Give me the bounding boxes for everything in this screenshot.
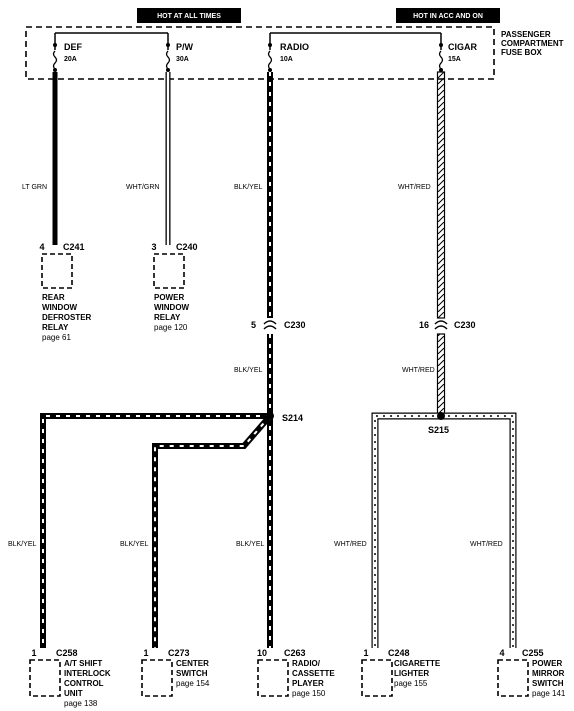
svg-text:REAR: REAR <box>42 293 65 302</box>
svg-text:5: 5 <box>251 320 256 330</box>
svg-text:WINDOW: WINDOW <box>154 303 190 312</box>
svg-text:C273: C273 <box>168 648 190 658</box>
svg-text:page 141: page 141 <box>532 689 566 698</box>
wire-label-bottom-3: BLK/YEL <box>236 541 265 548</box>
svg-text:CIGARETTE: CIGARETTE <box>394 659 441 668</box>
splice-label-s214: S214 <box>282 413 303 423</box>
svg-text:UNIT: UNIT <box>64 689 83 698</box>
svg-text:RELAY: RELAY <box>154 313 181 322</box>
svg-text:CONTROL: CONTROL <box>64 679 104 688</box>
fuse-box-label-1: PASSENGER <box>501 30 551 39</box>
wire-label-cigar-upper: WHT/RED <box>398 184 431 191</box>
wire-label-def: LT GRN <box>22 184 47 191</box>
component-power-window-relay: 3 C240 POWER WINDOW RELAY page 120 <box>151 242 197 332</box>
svg-text:DEF: DEF <box>64 42 83 52</box>
svg-text:DEFROSTER: DEFROSTER <box>42 313 92 322</box>
svg-text:WINDOW: WINDOW <box>42 303 78 312</box>
svg-text:C240: C240 <box>176 242 198 252</box>
svg-text:POWER: POWER <box>154 293 184 302</box>
wire-label-bottom-5: WHT/RED <box>470 541 503 548</box>
inline-connector-cigar: 16 C230 <box>419 320 476 330</box>
inline-connector-radio: 5 C230 <box>251 320 306 330</box>
svg-text:C241: C241 <box>63 242 85 252</box>
svg-text:C263: C263 <box>284 648 306 658</box>
svg-text:LIGHTER: LIGHTER <box>394 669 429 678</box>
component-power-mirror-switch: 4 C255 POWER MIRROR SWITCH page 141 <box>497 648 566 698</box>
svg-text:4: 4 <box>499 648 504 658</box>
svg-text:1: 1 <box>363 648 368 658</box>
svg-text:1: 1 <box>31 648 36 658</box>
svg-text:C248: C248 <box>388 648 410 658</box>
svg-text:1: 1 <box>143 648 148 658</box>
svg-text:page 138: page 138 <box>64 699 98 708</box>
splice-s214 <box>266 412 274 420</box>
svg-text:RADIO: RADIO <box>280 42 309 52</box>
svg-text:PLAYER: PLAYER <box>292 679 324 688</box>
svg-text:20A: 20A <box>64 56 77 63</box>
wire-label-radio-upper: BLK/YEL <box>234 184 263 191</box>
wire-label-pw: WHT/GRN <box>126 184 159 191</box>
wire-label-radio-mid: BLK/YEL <box>234 367 263 374</box>
svg-text:C258: C258 <box>56 648 78 658</box>
svg-text:POWER: POWER <box>532 659 562 668</box>
fuse-def: DEF 20A <box>52 33 83 72</box>
fuse-cigar: CIGAR 15A <box>438 33 478 72</box>
fuse-pw: P/W 30A <box>165 33 194 72</box>
svg-text:SWITCH: SWITCH <box>532 679 564 688</box>
svg-text:16: 16 <box>419 320 429 330</box>
wire-label-bottom-4: WHT/RED <box>334 541 367 548</box>
wire-label-bottom-2: BLK/YEL <box>120 541 149 548</box>
wire-cigar-upper <box>436 71 446 319</box>
svg-text:CENTER: CENTER <box>176 659 209 668</box>
svg-text:INTERLOCK: INTERLOCK <box>64 669 111 678</box>
svg-text:10A: 10A <box>280 56 293 63</box>
svg-text:10: 10 <box>257 648 267 658</box>
svg-text:30A: 30A <box>176 56 189 63</box>
component-at-shift-interlock: 1 C258 A/T SHIFT INTERLOCK CONTROL UNIT … <box>29 648 111 708</box>
svg-text:4: 4 <box>39 242 44 252</box>
svg-text:3: 3 <box>151 242 156 252</box>
svg-text:C230: C230 <box>284 320 306 330</box>
svg-text:P/W: P/W <box>176 42 194 52</box>
svg-text:RADIO/: RADIO/ <box>292 659 321 668</box>
component-cigarette-lighter: 1 C248 CIGARETTE LIGHTER page 155 <box>361 648 441 697</box>
svg-text:page 150: page 150 <box>292 689 326 698</box>
svg-text:C255: C255 <box>522 648 544 658</box>
svg-text:RELAY: RELAY <box>42 323 69 332</box>
svg-text:page 155: page 155 <box>394 679 428 688</box>
wire-cigar-mid <box>436 333 446 417</box>
splice-label-s215: S215 <box>428 425 449 435</box>
svg-text:page 61: page 61 <box>42 333 71 342</box>
svg-text:page 120: page 120 <box>154 323 188 332</box>
svg-text:A/T SHIFT: A/T SHIFT <box>64 659 102 668</box>
component-center-switch: 1 C273 CENTER SWITCH page 154 <box>141 648 210 697</box>
header-hot-at-all-times: HOT AT ALL TIMES <box>137 8 241 23</box>
fuse-box-label-3: FUSE BOX <box>501 48 543 57</box>
svg-text:CASSETTE: CASSETTE <box>292 669 335 678</box>
wire-label-cigar-mid: WHT/RED <box>402 367 435 374</box>
svg-text:CIGAR: CIGAR <box>448 42 478 52</box>
svg-text:MIRROR: MIRROR <box>532 669 565 678</box>
wire-whtred-branch <box>371 412 517 648</box>
fuse-box-label-2: COMPARTMENT <box>501 39 564 48</box>
wire-blkyel-branch <box>40 413 273 648</box>
header-hot-in-acc-and-on: HOT IN ACC AND ON <box>396 8 500 23</box>
svg-text:HOT AT ALL TIMES: HOT AT ALL TIMES <box>157 13 221 20</box>
svg-text:SWITCH: SWITCH <box>176 669 208 678</box>
svg-text:HOT IN ACC AND ON: HOT IN ACC AND ON <box>413 13 483 20</box>
component-rear-defroster-relay: 4 C241 REAR WINDOW DEFROSTER RELAY page … <box>39 242 91 342</box>
component-radio-cassette-player: 10 C263 RADIO/ CASSETTE PLAYER page 150 <box>257 648 335 698</box>
fuse-radio: RADIO 10A <box>267 33 309 72</box>
fuse-box-outline <box>25 26 495 80</box>
splice-s215 <box>437 412 445 420</box>
svg-text:C230: C230 <box>454 320 476 330</box>
wire-label-bottom-1: BLK/YEL <box>8 541 37 548</box>
svg-text:15A: 15A <box>448 56 461 63</box>
svg-text:page 154: page 154 <box>176 679 210 688</box>
